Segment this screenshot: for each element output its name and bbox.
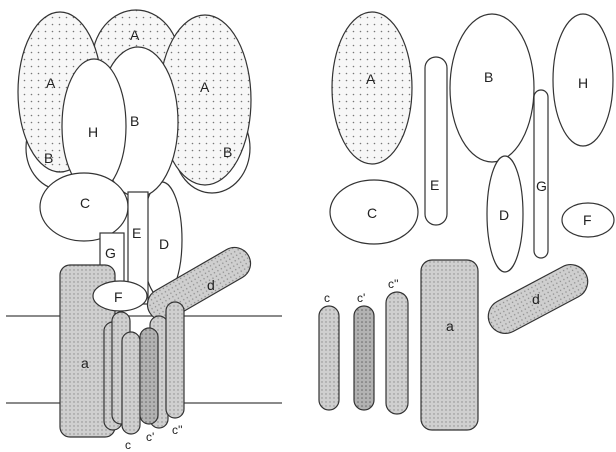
- right-exploded-subunits: A B H C E D G F a d c c' c'': [319, 12, 614, 430]
- left-assembled-complex: A A A H B B B C G E D F d a c c' c'': [6, 10, 282, 452]
- exploded-subunit-e: [425, 57, 447, 225]
- label-c-subunit: C: [80, 195, 90, 211]
- exploded-label-a: A: [366, 71, 376, 87]
- label-b-left: B: [44, 150, 53, 166]
- exploded-subunit-g: [534, 90, 548, 258]
- label-d-peripheral: d: [207, 277, 215, 293]
- exploded-label-f: F: [583, 212, 592, 228]
- exploded-subunit-a: [332, 12, 412, 164]
- exploded-rod-c-dprime: [386, 292, 408, 414]
- label-e: E: [132, 225, 141, 241]
- exploded-label-c-rod: c: [324, 291, 330, 305]
- label-c-dprime-rod: c'': [172, 423, 183, 437]
- label-a-left: A: [46, 75, 56, 91]
- exploded-label-a-membrane: a: [446, 318, 454, 334]
- label-g: G: [105, 245, 116, 261]
- label-a-membrane: a: [81, 355, 89, 371]
- label-a-top: A: [130, 27, 140, 43]
- exploded-rod-c-prime: [354, 306, 374, 410]
- exploded-label-h: H: [578, 75, 588, 91]
- c-ring-rod-c: [122, 332, 140, 434]
- exploded-label-c-subunit: C: [367, 205, 377, 221]
- c-ring-rod-c-prime: [140, 328, 158, 424]
- label-d-stalk: D: [159, 236, 169, 252]
- c-ring-rod-3: [166, 302, 184, 418]
- exploded-label-c-prime-rod: c': [357, 291, 365, 305]
- exploded-label-e: E: [430, 177, 439, 193]
- label-f: F: [114, 289, 123, 305]
- label-a-right: A: [200, 79, 210, 95]
- exploded-label-d-peripheral: d: [532, 291, 540, 307]
- exploded-label-d-subunit: D: [499, 207, 509, 223]
- exploded-label-b: B: [484, 69, 493, 85]
- label-c-rod: c: [125, 438, 131, 452]
- exploded-label-c-dprime-rod: c'': [388, 277, 399, 291]
- exploded-label-g: G: [536, 178, 547, 194]
- label-b-center: B: [130, 113, 139, 129]
- exploded-rod-c: [319, 306, 339, 410]
- label-b-right: B: [223, 144, 232, 160]
- label-c-prime-rod: c': [146, 430, 154, 444]
- exploded-subunit-b: [450, 14, 534, 162]
- exploded-subunit-a-membrane: [421, 260, 478, 430]
- label-h: H: [88, 124, 98, 140]
